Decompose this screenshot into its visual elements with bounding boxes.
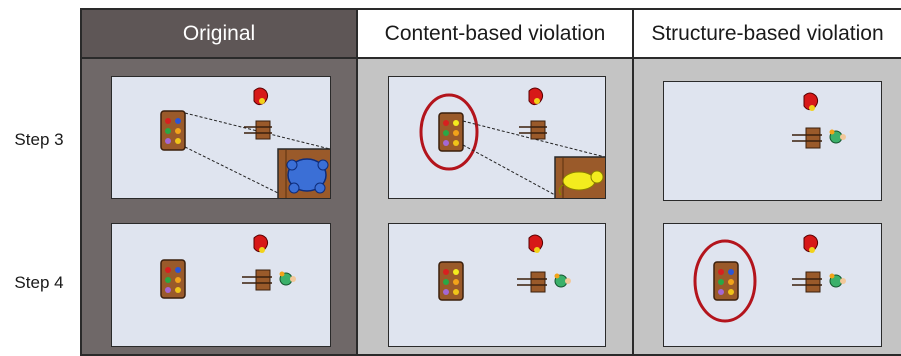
panel-content-step4 — [388, 223, 606, 347]
shelf-icon — [438, 261, 464, 301]
inset-blue-creature-icon — [277, 148, 330, 198]
fence-icon — [517, 271, 547, 293]
green-agent-icon — [554, 273, 571, 288]
fence-icon — [792, 127, 822, 149]
panel-original-step4 — [111, 223, 331, 347]
panel-structure-step4 — [663, 223, 882, 347]
column-header-original: Original — [82, 10, 356, 59]
red-bird-icon — [803, 234, 819, 253]
red-bird-icon — [528, 87, 544, 106]
fence-icon — [792, 271, 822, 293]
green-agent-icon — [829, 273, 846, 288]
shelf-icon — [713, 261, 739, 301]
inset-yellow-creature-icon — [554, 156, 605, 198]
shelf-icon — [438, 112, 464, 152]
green-agent-icon — [829, 129, 846, 144]
fence-icon — [519, 120, 547, 140]
green-agent-icon — [279, 271, 296, 286]
shelf-icon — [160, 259, 186, 299]
fence-icon — [244, 120, 272, 140]
highlight-ring-icon — [419, 93, 479, 171]
column-header-structure-violation: Structure-based violation — [634, 10, 901, 59]
panel-structure-step3 — [663, 81, 882, 201]
red-bird-icon — [528, 234, 544, 253]
red-bird-icon — [803, 92, 819, 111]
row-label-step4: Step 4 — [14, 273, 64, 292]
panel-original-step3 — [111, 76, 331, 199]
column-content-violation: Content-based violation — [358, 8, 634, 356]
red-bird-icon — [253, 87, 269, 106]
panel-content-step3 — [388, 76, 606, 199]
figure-grid: Original — [80, 8, 901, 356]
column-header-content-violation: Content-based violation — [358, 10, 632, 59]
highlight-ring-icon — [693, 239, 757, 323]
column-structure-violation: Structure-based violation — [634, 8, 901, 356]
red-bird-icon — [253, 234, 269, 253]
row-label-step3: Step 3 — [14, 130, 64, 149]
fence-icon — [242, 269, 272, 291]
column-original: Original — [80, 8, 358, 356]
shelf-icon — [160, 110, 186, 151]
